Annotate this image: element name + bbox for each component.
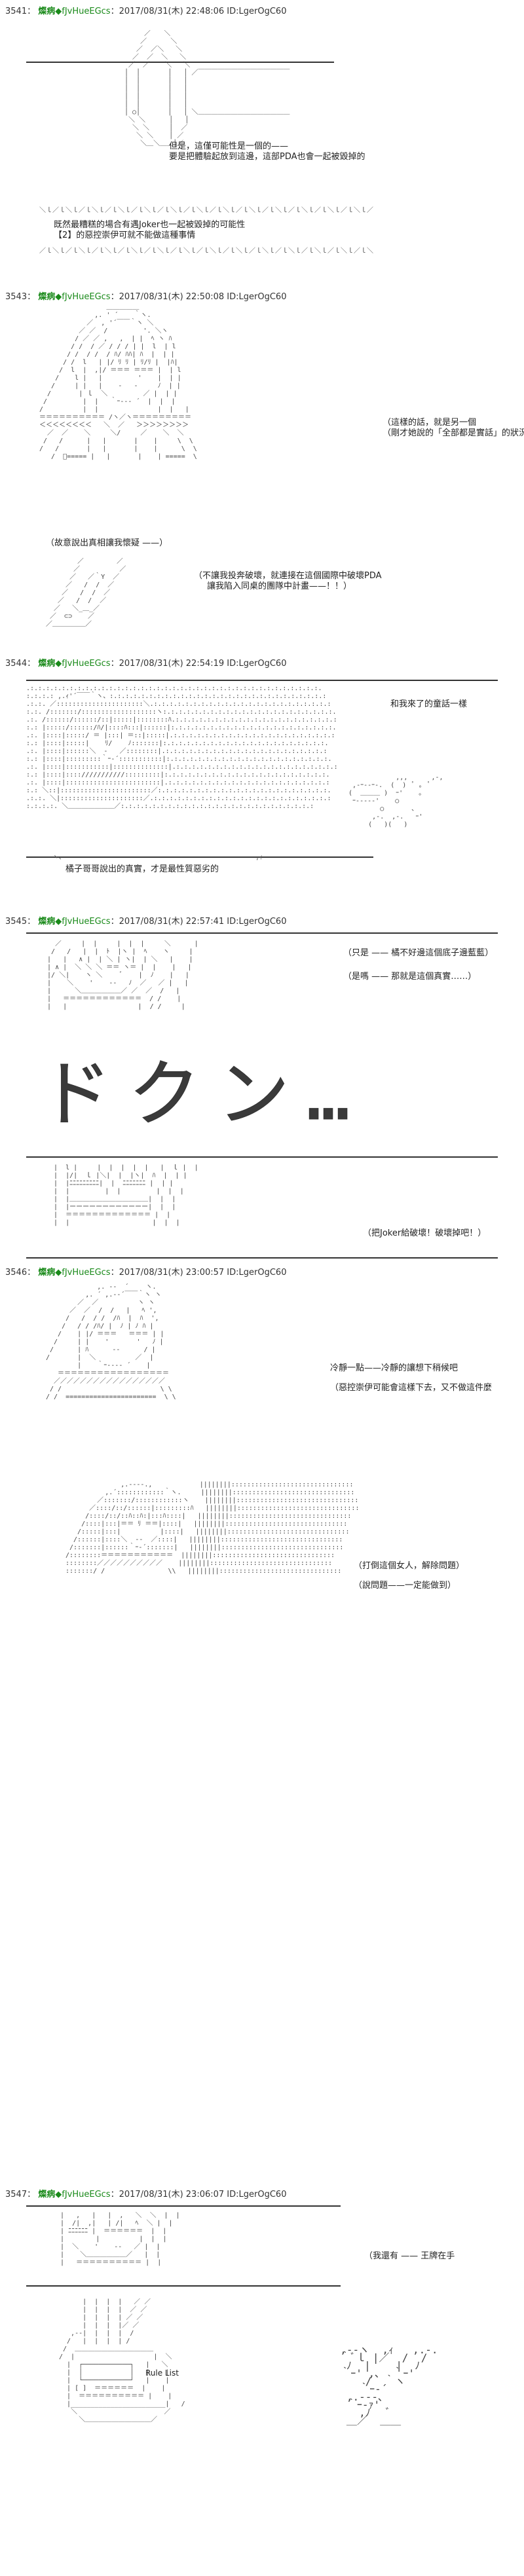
speech-line: （是嗎 —— 那就是這個真實……） [343,972,477,982]
jagged-frame-top: ＼ｌ／ｌ＼ｌ／ｌ＼ｌ／ｌ＼ｌ／ｌ＼ｌ／ｌ＼ｌ／ｌ＼ｌ／ｌ＼ｌ／ｌ＼ｌ／ｌ＼ｌ／ｌ… [39,207,373,214]
speech-line: （我還有 —— 王牌在手 [364,2251,455,2261]
ascii-art-character-2: | l | | | | | | | ｌ | | | |/| ｌ |＼| | |ヽ… [46,1164,198,1226]
ascii-art-character: ＿＿＿＿＿ ,. ' ´ ｀ヽ. ／ , '´￣￣｀ヽ ＼ ／ ／ / '. ＼… [39,304,197,460]
post-meta: ：2017/08/31(木) 22:50:08 ID:LgerOgC60 [110,292,287,302]
rule-list-label: Rule List [145,2368,179,2378]
speech-line: （故意說出真相讓我懷疑 ——） [46,538,168,548]
sound-effect-text: ドクン… [39,1052,367,1137]
post-meta: ：2017/08/31(木) 22:54:19 ID:LgerOgC60 [110,659,287,669]
poster-trip: ◆fJvHueEGcs [55,7,111,16]
poster-name: 燦病 [38,917,56,927]
divider [26,856,373,858]
speech-block: 橘子哥哥說出的真實，才是最性質惡劣的 [66,864,219,875]
speech-line: 既然最糟糕的場合有遇Joker也一起被毀掉的可能性 [54,220,246,230]
poster-trip: ◆fJvHueEGcs [55,1268,111,1278]
poster-name: 燦病 [38,1268,56,1278]
divider [26,2285,341,2287]
post-meta: ：2017/08/31(木) 23:00:57 ID:LgerOgC60 [110,1268,287,1278]
post-header: 3546： 燦病◆fJvHueEGcs：2017/08/31(木) 23:00:… [5,1265,286,1278]
speech-line: 冷靜一點——冷靜的讓想下稍候吧 [330,1363,458,1373]
ascii-art-character: ／ | | | | | ＼ | / / | | ﾄ |ヽ | ﾍ ヽ | | |… [39,940,198,1010]
post-number[interactable]: 3541： [5,7,36,16]
ascii-art-sound-effect: ,-‐ヽ ,ｨ ,.-. ｀ﾞｌ |／ / / ﾉ | | ﾉ ｀ｰ' ,､ ｀… [328,2344,438,2427]
speech-line: （惡控崇伊可能會這樣下去，又不做這件麼 [330,1383,493,1393]
speech-block: （把Joker給破壞！破壞掉吧！） [363,1228,486,1239]
speech-line: 讓我陷入同桌的團隊中計畫——！！） [207,581,352,591]
post-number[interactable]: 3545： [5,917,36,927]
post-header: 3544： 燦病◆fJvHueEGcs：2017/08/31(木) 22:54:… [5,656,286,669]
speech-block: 冷靜一點——冷靜的讓想下稍候吧 （惡控崇伊可能會這樣下去，又不做這件麼 [330,1363,492,1393]
ascii-art-character-dark: ,.-‐‐-., ||||||||:::::::::::::::::::::::… [66,1481,360,1575]
poster-name: 燦病 [38,2190,56,2199]
poster-trip: ◆fJvHueEGcs [55,917,111,927]
speech-block: （打倒這個女人，解除問題） （說問題——一定能做到） [354,1561,464,1591]
ascii-art-scene: .:.:.:.:.:.:.:.:.:.:.:.:.:.:.:.:.:.:.:.:… [26,685,338,810]
divider [26,1257,498,1259]
post-header: 3545： 燦病◆fJvHueEGcs：2017/08/31(木) 22:57:… [5,914,286,927]
jagged-frame-bottom: ／ｌ＼ｌ／ｌ＼ｌ／ｌ＼ｌ／ｌ＼ｌ／ｌ＼ｌ／ｌ＼ｌ／ｌ＼ｌ／ｌ＼ｌ／ｌ＼ｌ／ｌ＼ｌ… [39,248,373,255]
poster-name: 燦病 [38,7,56,16]
speech-block: （故意說出真相讓我懷疑 ——） [46,538,168,549]
speech-block: 但是，這僅可能性是一個的—— 要是把體驗起放到這邊，這部PDA也會一起被毀掉的 [169,141,365,162]
speech-line: （剛才她說的「全部都是實話」的狀況 [383,428,524,438]
post-number[interactable]: 3544： [5,659,36,669]
speech-line: 橘子哥哥說出的真實，才是最性質惡劣的 [66,864,219,874]
post-meta: ：2017/08/31(木) 23:06:07 ID:LgerOgC60 [110,2190,287,2199]
speech-line: 但是，這僅可能性是一個的—— [169,141,289,151]
post-header: 3547： 燦病◆fJvHueEGcs：2017/08/31(木) 23:06:… [5,2187,286,2199]
poster-name: 燦病 [38,659,56,669]
divider [26,62,334,63]
jagged-frame: ヽ､ ,ｨ [52,854,263,861]
post-header: 3543： 燦病◆fJvHueEGcs：2017/08/31(木) 22:50:… [5,289,286,302]
post-meta: ：2017/08/31(木) 22:48:06 ID:LgerOgC60 [110,7,287,16]
divider [26,932,498,934]
speech-line: （打倒這個女人，解除問題） [354,1561,465,1571]
divider [26,1156,498,1158]
ascii-art-hand-pda: | | | | ／ ／ | | | | ／ ／ | | | | ／ ／ | | … [59,2298,185,2423]
poster-name: 燦病 [38,292,56,302]
ascii-art-character: ,. -‐ ´￣ ｀ヽ. ,. ´ ,.-‐´￣￣｀ヽ ヽ ／ ／ ヽ ヽ ／ … [46,1283,176,1401]
speech-line: （把Joker給破壞！破壞掉吧！） [363,1228,487,1238]
speech-line: （不讓我投奔破壞，就連接在這個國際中破壞PDA [194,571,382,581]
ascii-art-pda-small: ／￣￣￣￣￣／ ／ ／ ／ ／｀Y ／ ／ / / ／ ／ / / ／ ／ / … [46,558,126,628]
ascii-art-pda: ／￣￣＼ ／ ＼ ／ ／＼ ＼ ／ ／ ＼ ＼ ／ ／ ＼ ＼│ │ │ │ ／… [124,30,290,147]
divider [26,2205,341,2207]
post-number[interactable]: 3543： [5,292,36,302]
speech-block: 和我來了的童話一樣 [390,699,467,710]
poster-trip: ◆fJvHueEGcs [55,292,111,302]
speech-line: （只是 —— 橘不好邊這個底子邊藍藍） [343,948,494,958]
ascii-art-mouse: ,,, ,-, ,-ｰ‐‐ｰ-. ( ) ﾟ ｡ ﾟ ( ＿＿＿ ) ｰ' ｡ … [341,774,443,828]
speech-block: 既然最糟糕的場合有遇Joker也一起被毀掉的可能性 【2】的惡控崇伊可就不能做這… [54,220,245,241]
speech-block: （這樣的話，就是另一個 （剛才她說的「全部都是實話」的狀況 [383,418,524,439]
ascii-art-character: | , | | , ＼ ＼ | | | /| ,| | /| ﾍ ＼ | | |… [52,2212,180,2266]
speech-line: 和我來了的童話一樣 [390,699,468,709]
speech-block: （只是 —— 橘不好邊這個底子邊藍藍） （是嗎 —— 那就是這個真實……） [343,948,493,982]
speech-block: （我還有 —— 王牌在手 [364,2251,455,2262]
speech-line: 【2】的惡控崇伊可就不能做這種事情 [54,230,196,240]
poster-trip: ◆fJvHueEGcs [55,2190,111,2199]
poster-trip: ◆fJvHueEGcs [55,659,111,669]
speech-block: （不讓我投奔破壞，就連接在這個國際中破壞PDA 讓我陷入同桌的團隊中計畫——！！… [194,571,382,592]
divider [26,680,498,681]
post-meta: ：2017/08/31(木) 22:57:41 ID:LgerOgC60 [110,917,287,927]
post-number[interactable]: 3547： [5,2190,36,2199]
speech-line: 要是把體驗起放到這邊，這部PDA也會一起被毀掉的 [169,152,365,162]
post-number[interactable]: 3546： [5,1268,36,1278]
speech-line: （這樣的話，就是另一個 [383,418,477,428]
post-header: 3541： 燦病◆fJvHueEGcs：2017/08/31(木) 22:48:… [5,4,286,16]
speech-line: （說問題——一定能做到） [354,1581,457,1591]
